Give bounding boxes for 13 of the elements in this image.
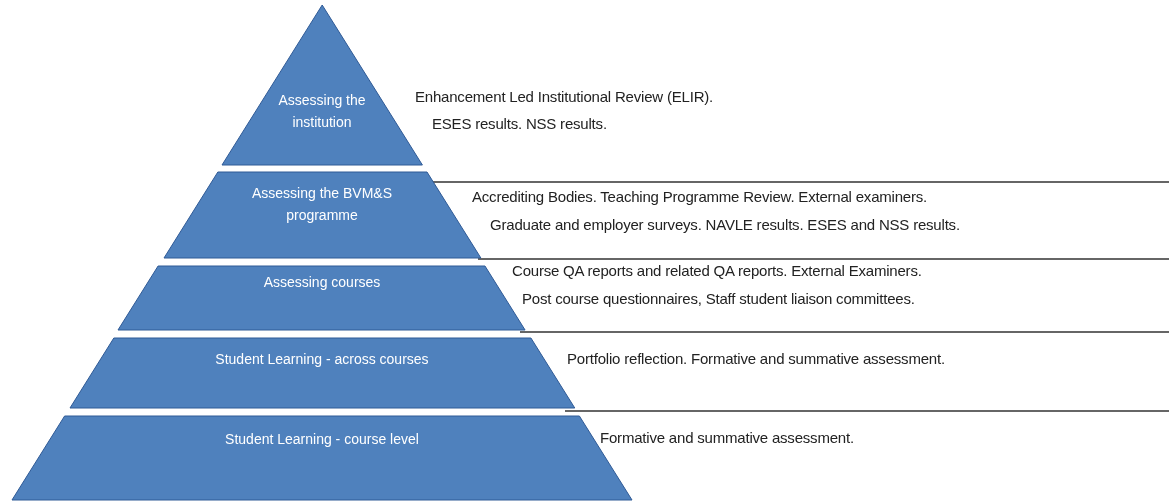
description-text: ESES results. NSS results. (432, 115, 607, 132)
tier-label: Student Learning - course level (224, 430, 420, 450)
description-text: Portfolio reflection. Formative and summative assessment. (567, 350, 945, 367)
tier-label: Student Learning - across courses (214, 350, 430, 370)
description-text: Formative and summative assessment. (600, 429, 854, 446)
tier-label: Assessing the institution (277, 91, 367, 132)
description-text: Enhancement Led Institutional Review (ELIR). (415, 88, 714, 105)
description-text: Graduate and employer surveys. NAVLE results. ESES and NSS results. (490, 216, 960, 233)
tier-label: Assessing courses (262, 273, 382, 293)
description-text: Accrediting Bodies. Teaching Programme Review. External examiners. (472, 188, 928, 205)
tier-label: Assessing the BVM&S programme (250, 184, 393, 225)
description-text: Course QA reports and related QA reports. External Examiners. (512, 262, 922, 279)
description-text: Post course questionnaires, Staff student liaison committees. (522, 290, 915, 307)
